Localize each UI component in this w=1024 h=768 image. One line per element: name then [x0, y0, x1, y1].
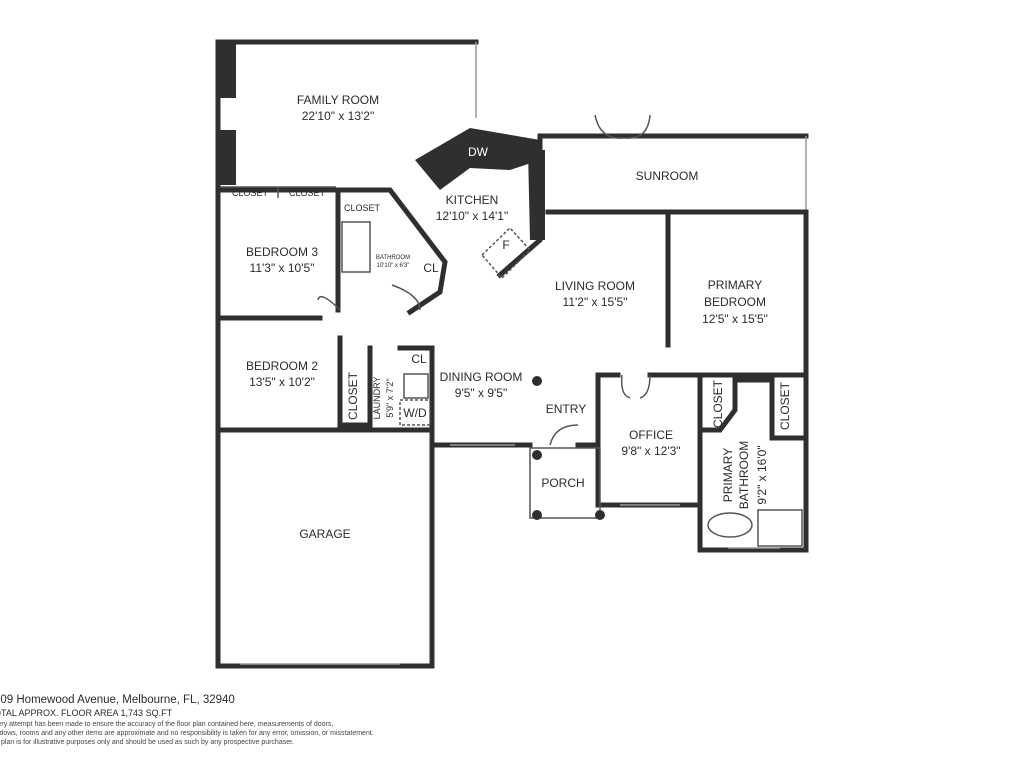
family-room-label: FAMILY ROOM: [297, 93, 379, 107]
footer: 009 Homewood Avenue, Melbourne, FL, 3294…: [0, 694, 374, 747]
cl-label: CL: [411, 352, 427, 366]
closet-label: CLOSET: [711, 379, 725, 428]
bathroom-size: 10'10" x 6'3": [377, 263, 410, 269]
office-label: OFFICE: [629, 428, 673, 442]
address: 009 Homewood Avenue, Melbourne, FL, 3294…: [0, 694, 235, 706]
laundry-label: LAUNDRY: [372, 377, 382, 420]
primary-bathroom-label-2: BATHROOM: [737, 441, 751, 509]
kitchen-label: KITCHEN: [446, 193, 499, 207]
closet-label: CLOSET: [344, 203, 381, 213]
dishwasher-label: DW: [468, 145, 489, 159]
disclaimer-line: indows, rooms and any other items are ap…: [0, 730, 374, 737]
office-size: 9'8" x 12'3": [621, 444, 680, 458]
primary-bathroom-label: PRIMARY: [721, 448, 735, 502]
kitchen-size: 12'10" x 14'1": [436, 209, 509, 223]
primary-bedroom-label: PRIMARY: [708, 278, 762, 292]
primary-bathroom-size: 9'2" x 16'0": [755, 445, 769, 504]
closet-label: CLOSET: [289, 188, 326, 198]
bedroom2-size: 13'5" x 10'2": [249, 375, 315, 389]
cl-label: CL: [423, 261, 439, 275]
disclaimer-line: very attempt has been made to ensure the…: [0, 721, 334, 728]
dining-room-label: DINING ROOM: [440, 370, 523, 384]
bedroom3-size: 11'3" x 10'5": [250, 261, 315, 275]
laundry-size: 5'9" x 7'2": [385, 378, 395, 417]
bedroom2-label: BEDROOM 2: [246, 359, 318, 373]
walls: [215, 39, 809, 669]
closet-label: CLOSET: [232, 188, 269, 198]
porch-label: PORCH: [541, 476, 584, 490]
disclaimer-line: is plan is for illustrative purposes onl…: [0, 739, 295, 746]
closet-label: CLOSET: [778, 381, 792, 430]
entry-label: ENTRY: [546, 402, 586, 416]
washer-dryer-label: W/D: [403, 406, 427, 420]
bedroom3-label: BEDROOM 3: [246, 245, 318, 259]
garage-label: GARAGE: [299, 527, 350, 541]
bathroom-label: BATHROOM: [376, 255, 410, 261]
living-room-size: 11'2" x 15'5": [563, 295, 628, 309]
sunroom-label: SUNROOM: [636, 169, 699, 183]
family-room-size: 22'10" x 13'2": [302, 109, 375, 123]
primary-bedroom-size: 12'5" x 15'5": [702, 312, 768, 326]
fridge-label: F: [502, 238, 509, 252]
closet-label: CLOSET: [346, 371, 360, 420]
primary-bedroom-label-2: BEDROOM: [704, 295, 766, 309]
living-room-label: LIVING ROOM: [555, 279, 635, 293]
dining-room-size: 9'5" x 9'5": [455, 386, 507, 400]
floor-area: OTAL APPROX. FLOOR AREA 1,743 SQ.FT: [0, 708, 173, 718]
